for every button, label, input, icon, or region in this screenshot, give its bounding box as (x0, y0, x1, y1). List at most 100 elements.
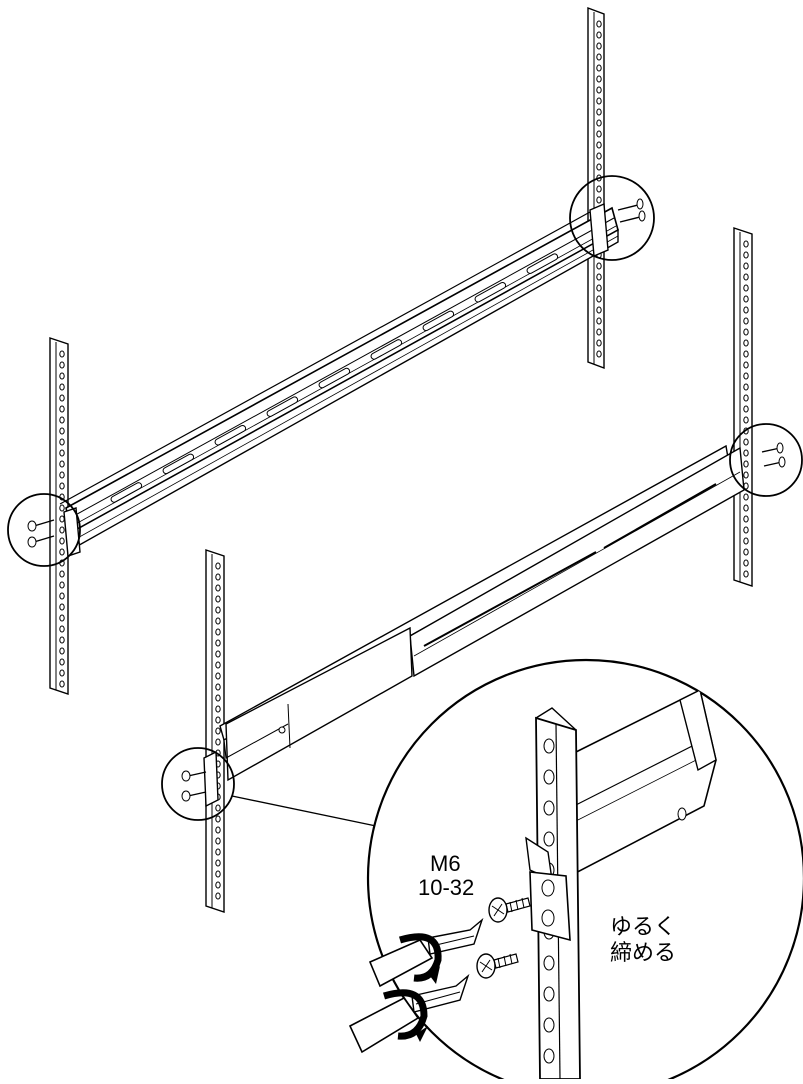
rack-hole (59, 625, 65, 633)
callout-leader-line (231, 795, 377, 827)
rack-hole (743, 383, 749, 391)
rack-hole (59, 350, 65, 358)
rack-hole (596, 119, 602, 127)
rack-hole (743, 504, 749, 512)
rack-hole (596, 97, 602, 105)
rack-hole (215, 606, 221, 614)
rack-hole (596, 75, 602, 83)
rack-hole (215, 859, 221, 867)
screw-lower-icon (476, 953, 519, 979)
rack-hole (596, 152, 602, 160)
rack-hole (596, 20, 602, 28)
tighten-loosely-label-line2: 締める (610, 941, 677, 966)
rail-slot (266, 396, 299, 417)
rack-hole (596, 284, 602, 292)
rack-hole (59, 603, 65, 611)
rack-hole (59, 372, 65, 380)
rack-hole (215, 562, 221, 570)
rack-hole (743, 328, 749, 336)
rack-post-front-left-upper (49, 337, 69, 695)
rack-hole (743, 372, 749, 380)
rack-hole (215, 661, 221, 669)
screw-upper-icon (488, 897, 531, 923)
rack-hole (59, 548, 65, 556)
rack-hole (59, 614, 65, 622)
rack-hole (596, 108, 602, 116)
rack-hole (543, 831, 555, 847)
rack-hole (215, 617, 221, 625)
callout-circle-front-right (161, 747, 235, 821)
rack-hole (59, 394, 65, 402)
rack-hole (743, 361, 749, 369)
rack-hole (215, 573, 221, 581)
rack-hole (215, 815, 221, 823)
rack-hole (215, 672, 221, 680)
screw-size-metric-label: M6 (430, 851, 461, 876)
rack-hole (59, 658, 65, 666)
rack-post-back-right (587, 6, 605, 370)
rack-hole (59, 504, 65, 512)
rack-hole (596, 141, 602, 149)
rack-hole (215, 584, 221, 592)
rail-slot (474, 281, 507, 303)
screw-icon (27, 519, 55, 548)
rail-slot (110, 482, 143, 503)
rack-hole (596, 64, 602, 72)
rack-hole (596, 317, 602, 325)
rail-slot (526, 253, 559, 274)
rack-hole (743, 306, 749, 314)
rack-hole (59, 537, 65, 545)
rack-hole (59, 471, 65, 479)
rack-hole (215, 892, 221, 900)
rack-hole (543, 769, 555, 785)
rack-hole (743, 438, 749, 446)
rack-hole (215, 804, 221, 812)
rack-hole (743, 471, 749, 479)
rack-hole (743, 570, 749, 578)
rack-hole (59, 570, 65, 578)
rack-hole (59, 592, 65, 600)
rack-hole (543, 1017, 555, 1033)
rack-hole (596, 185, 602, 193)
rack-hole (596, 130, 602, 138)
rack-hole (743, 493, 749, 501)
lower-rail (203, 444, 745, 808)
rack-hole (596, 350, 602, 358)
callout-circle-front-left (7, 493, 81, 567)
rack-hole (59, 361, 65, 369)
tighten-loosely-label-line1: ゆるく (610, 915, 677, 940)
rack-hole (59, 383, 65, 391)
rack-hole (543, 1048, 555, 1064)
rack-hole (215, 683, 221, 691)
rack-hole (215, 870, 221, 878)
rack-hole (59, 515, 65, 523)
rack-hole (59, 636, 65, 644)
screw-icon (761, 442, 786, 468)
rack-hole (596, 163, 602, 171)
rack-post-front-right-lower (205, 549, 225, 913)
rack-hole (743, 317, 749, 325)
rack-post-back-left (733, 227, 753, 587)
rack-hole (743, 251, 749, 259)
rack-hole (596, 196, 602, 204)
rail-slot (422, 310, 455, 332)
rack-hole (59, 427, 65, 435)
magnified-detail (348, 658, 803, 1084)
rack-hole (59, 460, 65, 468)
rack-hole (59, 405, 65, 413)
rack-hole (743, 284, 749, 292)
rack-hole (543, 800, 555, 816)
rack-hole (59, 449, 65, 457)
rack-hole (215, 716, 221, 724)
rack-hole (743, 548, 749, 556)
rack-hole (543, 738, 555, 754)
rack-hole (59, 526, 65, 534)
rack-hole (59, 482, 65, 490)
rack-hole (596, 306, 602, 314)
rack-hole (743, 240, 749, 248)
rack-hole (743, 350, 749, 358)
rack-hole (743, 295, 749, 303)
rack-hole (59, 581, 65, 589)
rack-hole (215, 727, 221, 735)
